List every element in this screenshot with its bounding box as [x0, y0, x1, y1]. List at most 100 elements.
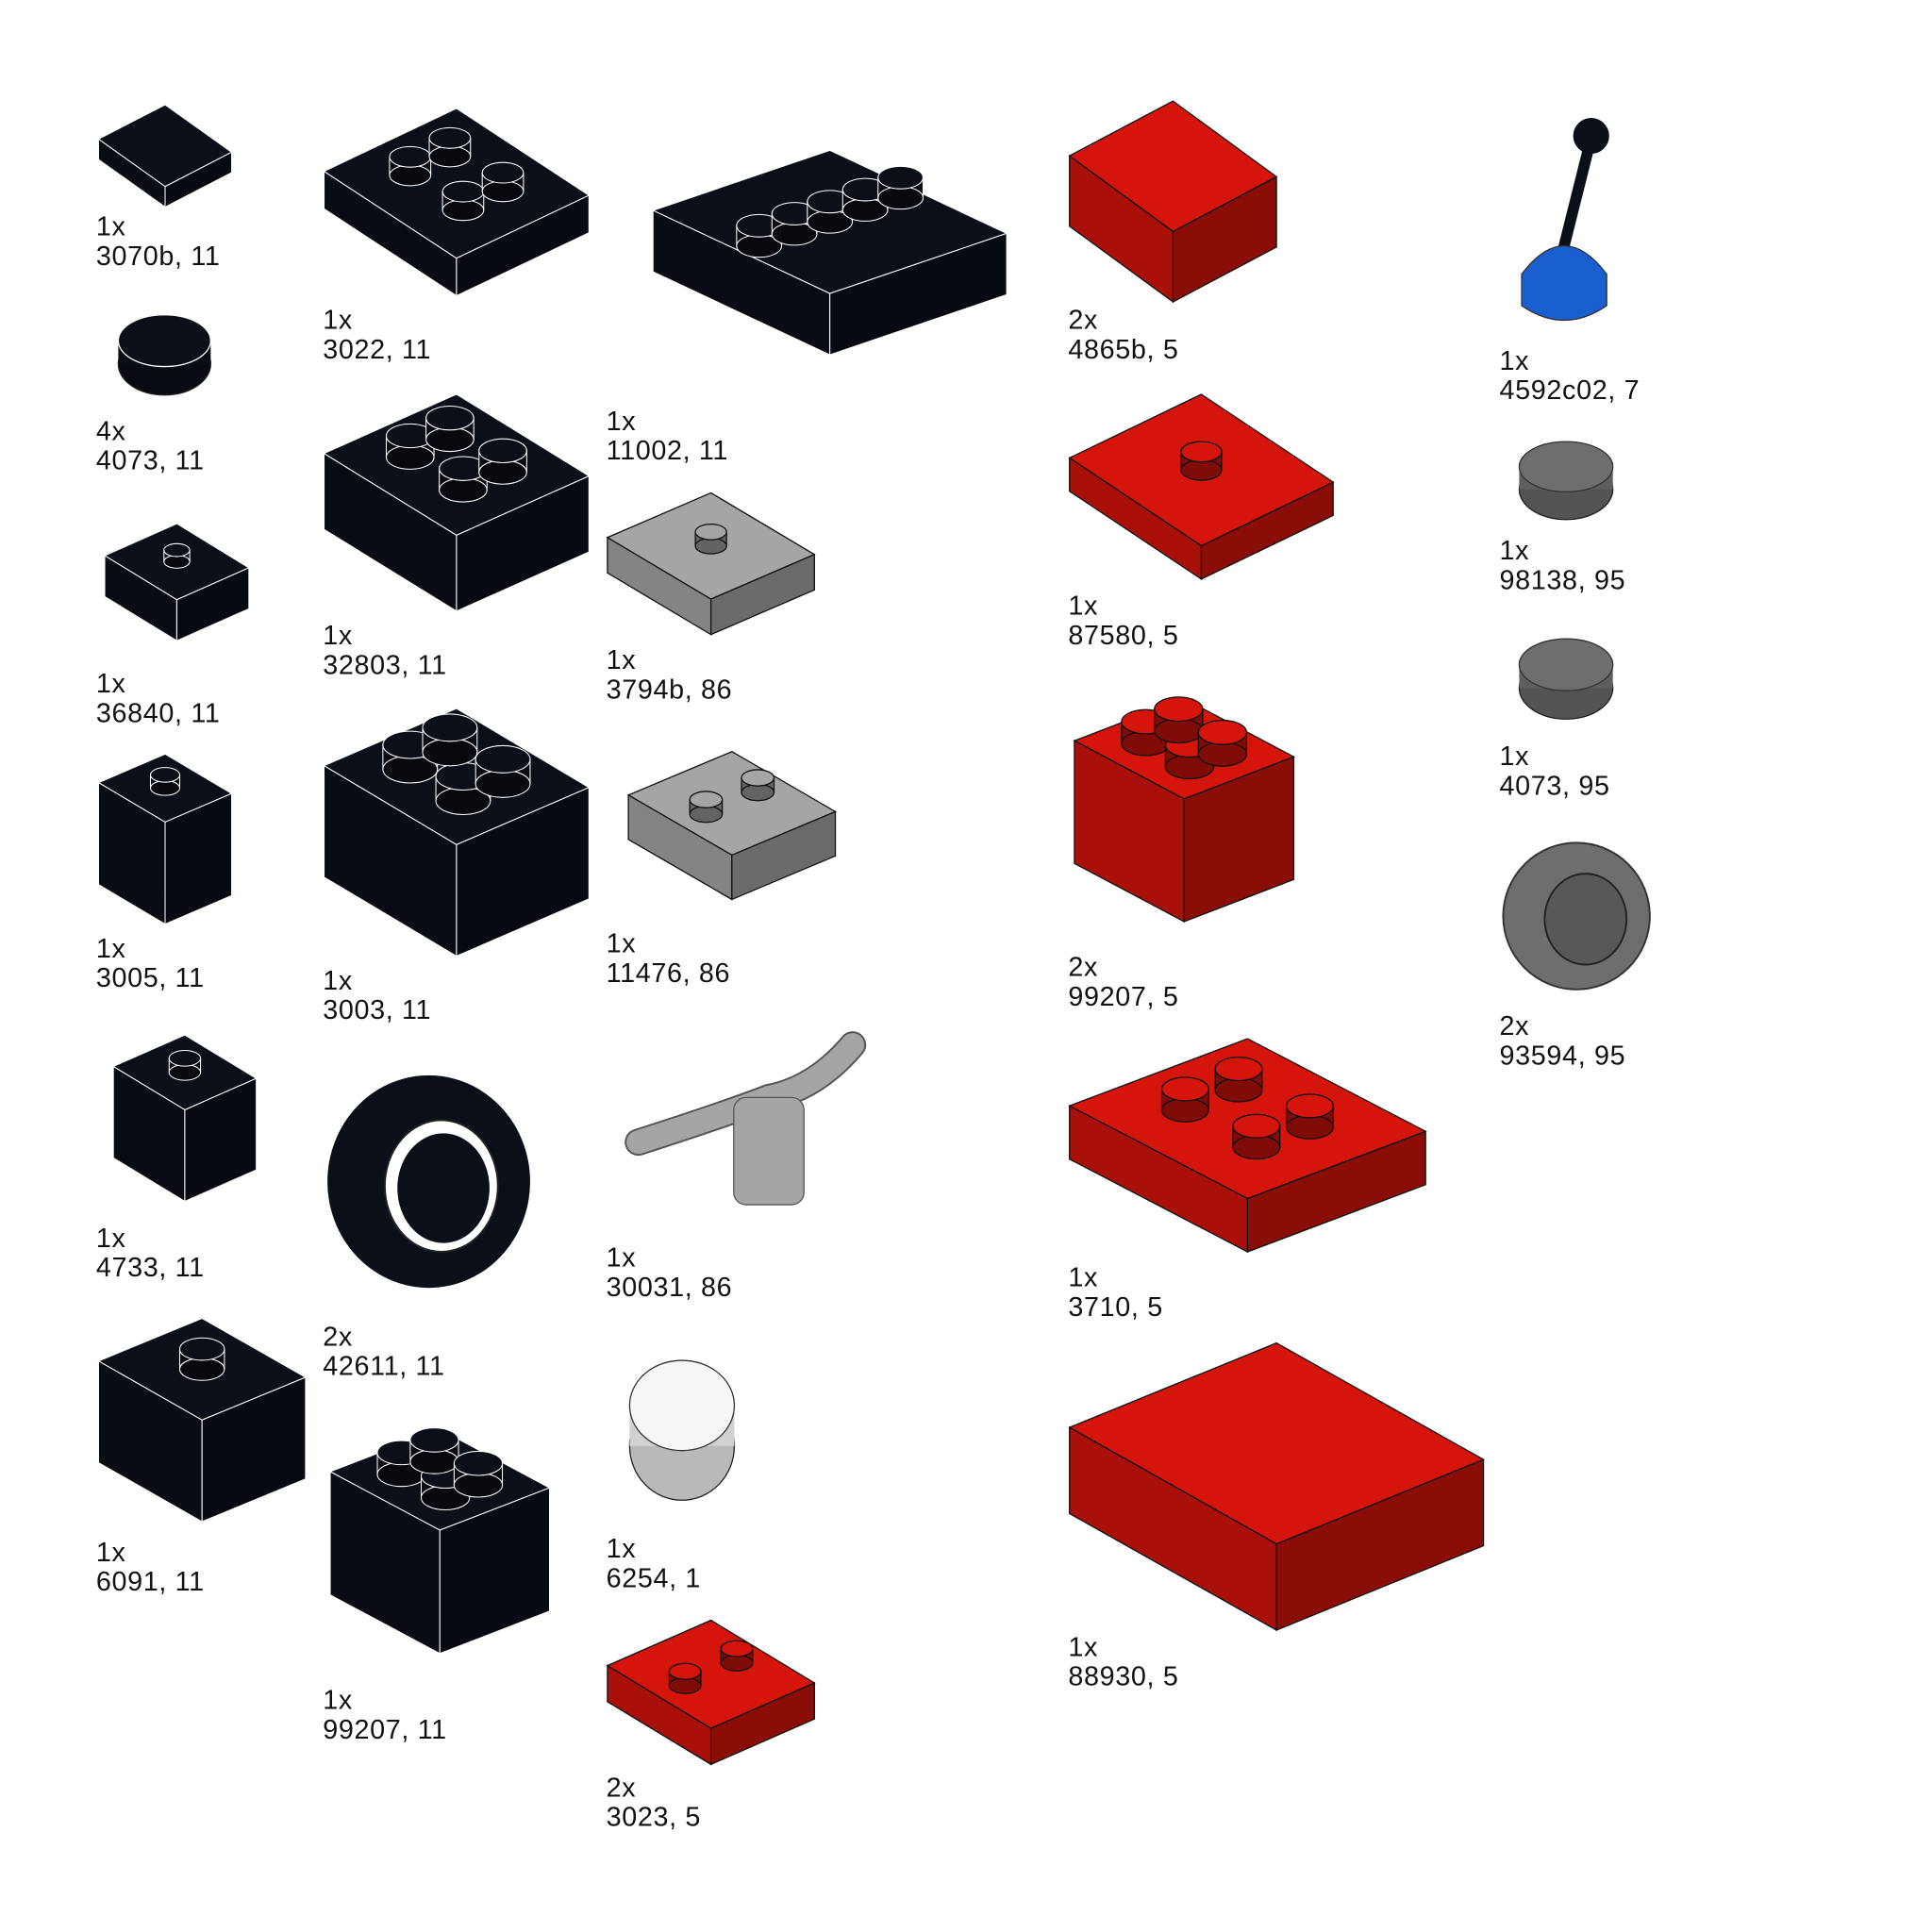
part-box-icon [606, 1619, 816, 1766]
part-box-icon [1068, 1341, 1486, 1632]
part-id-color: 4592c02, 7 [1499, 375, 1641, 406]
part-quantity: 1x [1499, 740, 1530, 772]
part-box-icon [1068, 100, 1278, 304]
part-id-color: 4733, 11 [95, 1251, 205, 1283]
part-quantity: 2x [1068, 304, 1099, 336]
part-box-icon [103, 523, 250, 642]
part-box-icon [97, 104, 233, 208]
part-id-color: 32803, 11 [323, 649, 447, 680]
part-quantity: 1x [606, 405, 637, 437]
part-quantity: 1x [95, 932, 126, 964]
part-quantity: 1x [1068, 1261, 1099, 1293]
part-quantity: 1x [323, 304, 353, 336]
part-lever-icon [1521, 117, 1609, 321]
part-id-color: 30031, 86 [606, 1271, 733, 1303]
part-id-color: 6254, 1 [606, 1562, 702, 1593]
part-quantity: 2x [1499, 1010, 1530, 1041]
part-box-icon [1068, 1038, 1427, 1254]
part-id-color: 3794b, 86 [606, 674, 733, 706]
part-id-color: 99207, 11 [323, 1713, 447, 1745]
part-box-icon [328, 1427, 551, 1655]
part-quantity: 2x [606, 1772, 637, 1803]
part-id-color: 11002, 11 [606, 435, 729, 466]
part-quantity: 1x [606, 927, 637, 959]
part-id-color: 3070b, 11 [95, 240, 221, 272]
part-quantity: 1x [606, 644, 637, 675]
part-id-color: 4865b, 5 [1068, 333, 1179, 365]
part-id-color: 11476, 86 [606, 957, 731, 989]
part-quantity: 1x [95, 1536, 126, 1568]
part-round-icon [1518, 638, 1614, 720]
part-id-color: 99207, 5 [1068, 980, 1179, 1012]
part-quantity: 1x [606, 1241, 637, 1274]
part-box-icon [97, 753, 233, 925]
part-tire-icon [1502, 841, 1651, 991]
part-round-icon [1518, 441, 1614, 521]
part-id-color: 3003, 11 [323, 994, 432, 1025]
part-box-icon [112, 1034, 258, 1203]
part-id-color: 88930, 5 [1068, 1660, 1179, 1692]
part-id-color: 4073, 11 [95, 444, 205, 476]
part-quantity: 1x [1068, 1631, 1099, 1662]
part-quantity: 1x [323, 1684, 353, 1716]
part-quantity: 2x [1068, 951, 1099, 982]
part-quantity: 1x [323, 619, 353, 651]
part-box-icon [1073, 696, 1295, 924]
part-quantity: 1x [323, 964, 353, 996]
part-id-color: 42611, 11 [323, 1350, 445, 1382]
part-box-icon [97, 1317, 308, 1523]
part-quantity: 1x [95, 1222, 126, 1254]
part-id-color: 87580, 5 [1068, 619, 1179, 651]
part-box-icon [323, 393, 591, 612]
part-quantity: 1x [1499, 344, 1530, 376]
part-quantity: 4x [95, 415, 126, 446]
part-box-icon [626, 750, 837, 901]
part-quantity: 2x [323, 1321, 353, 1352]
part-id-color: 98138, 95 [1499, 564, 1626, 595]
part-box-icon [1068, 393, 1335, 581]
part-id-color: 4073, 95 [1499, 770, 1610, 801]
part-round-icon [628, 1359, 736, 1501]
part-id-color: 3022, 11 [323, 333, 432, 365]
part-id-color: 3005, 11 [95, 962, 205, 993]
part-round-icon [117, 314, 211, 396]
part-box-icon [323, 708, 591, 958]
part-box-icon [651, 149, 1008, 356]
part-quantity: 1x [606, 1532, 637, 1564]
part-tire-icon [325, 1073, 532, 1291]
part-quantity: 1x [1068, 590, 1099, 622]
part-id-color: 6091, 11 [95, 1566, 205, 1597]
part-id-color: 36840, 11 [95, 697, 221, 728]
part-box-icon [323, 108, 591, 297]
part-id-color: 3710, 5 [1068, 1291, 1163, 1323]
part-bar-icon [625, 1031, 867, 1206]
part-quantity: 1x [1499, 534, 1530, 566]
part-quantity: 1x [95, 667, 126, 699]
part-box-icon [606, 491, 816, 636]
part-id-color: 3023, 5 [606, 1801, 702, 1833]
